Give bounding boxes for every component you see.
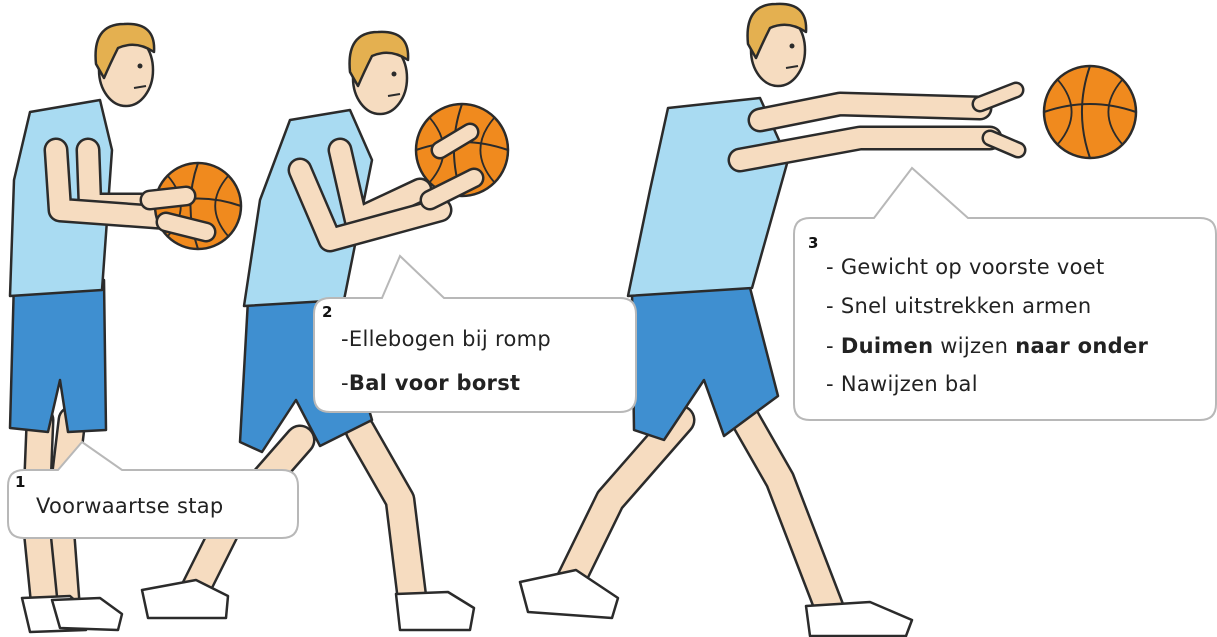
callout-3-line-1-text: - Gewicht op voorste voet — [826, 255, 1105, 279]
shoe-back — [142, 580, 228, 618]
shoe-front — [396, 592, 474, 630]
arm-upper — [760, 104, 980, 120]
callout-1-line-1-text: Voorwaartse stap — [36, 494, 224, 518]
callout-1-number: 1 — [15, 473, 25, 491]
callout-2-line-2-dash: - — [341, 371, 349, 395]
callout-3-line-3-mid: wijzen — [933, 334, 1015, 358]
hand-2 — [166, 222, 206, 232]
shorts — [10, 280, 106, 432]
callout-3-line-3-dash: - — [826, 334, 841, 358]
shoe-front — [806, 602, 912, 636]
callout-2-line-2-bold: Bal voor borst — [349, 371, 520, 395]
callout-2-line-1: -Ellebogen bij romp — [341, 327, 551, 351]
head-1 — [96, 24, 155, 106]
callout-1-line-1: Voorwaartse stap — [36, 494, 224, 518]
callout-3-line-2: - Snel uitstrekken armen — [826, 294, 1091, 318]
shoe-back — [520, 570, 618, 618]
callout-3-number: 3 — [808, 234, 818, 252]
leg-front — [740, 410, 830, 610]
callout-3-line-3: - Duimen wijzen naar onder — [826, 334, 1148, 358]
callout-3-line-4-text: - Nawijzen bal — [826, 372, 978, 396]
callout-3-line-2-text: - Snel uitstrekken armen — [826, 294, 1091, 318]
hand-1 — [150, 196, 186, 200]
head-2 — [350, 32, 409, 114]
fingers-1 — [980, 90, 1016, 104]
head-3 — [748, 4, 807, 86]
callout-3-line-3-bold-2: naar onder — [1015, 334, 1148, 358]
leg-back — [566, 420, 680, 590]
callout-2-line-2: -Bal voor borst — [341, 371, 520, 395]
leg-front — [360, 430, 412, 598]
callout-3-line-3-bold-1: Duimen — [841, 334, 933, 358]
callout-2-line-1-text: -Ellebogen bij romp — [341, 327, 551, 351]
callout-2-number: 2 — [322, 303, 332, 321]
callout-3-line-1: - Gewicht op voorste voet — [826, 255, 1105, 279]
fingers-2 — [990, 138, 1018, 150]
arm-lower — [740, 138, 990, 160]
shoe-back — [52, 598, 122, 630]
ball-3 — [1044, 66, 1136, 158]
callout-3-line-4: - Nawijzen bal — [826, 372, 978, 396]
